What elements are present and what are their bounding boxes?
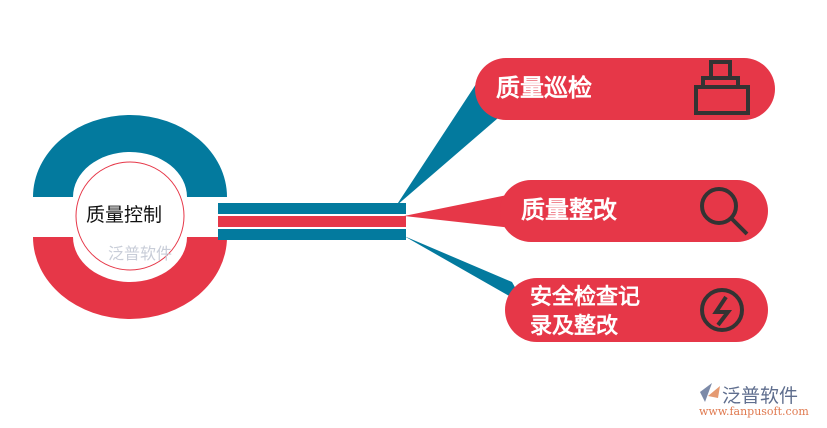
bottom-ring bbox=[33, 237, 227, 319]
connector-1 bbox=[396, 75, 505, 206]
bar-teal-bottom bbox=[218, 229, 406, 240]
printer-icon bbox=[694, 60, 750, 115]
item-label-3-line1: 安全检查记 bbox=[530, 285, 641, 310]
item-label-3-line2: 录及整改 bbox=[530, 314, 619, 339]
logo-url: www.fanpusoft.com bbox=[699, 405, 809, 418]
connector-3 bbox=[404, 236, 525, 305]
center-circle bbox=[75, 161, 185, 271]
item-label-1: 质量巡检 bbox=[496, 74, 592, 102]
search-icon bbox=[700, 187, 749, 236]
pill-3[interactable] bbox=[505, 278, 768, 342]
item-label-2: 质量整改 bbox=[521, 196, 617, 224]
center-label: 质量控制 bbox=[86, 204, 163, 226]
logo-icon bbox=[700, 383, 720, 402]
pill-1[interactable] bbox=[475, 58, 775, 120]
logo-name: 泛普软件 bbox=[722, 385, 799, 407]
watermark: 泛普软件 bbox=[108, 244, 173, 263]
bar-red bbox=[218, 216, 406, 227]
pill-2[interactable] bbox=[500, 180, 768, 242]
bar-teal-top bbox=[218, 203, 406, 214]
lightning-icon bbox=[700, 288, 744, 332]
connector-2 bbox=[404, 194, 512, 228]
top-ring bbox=[33, 115, 227, 197]
